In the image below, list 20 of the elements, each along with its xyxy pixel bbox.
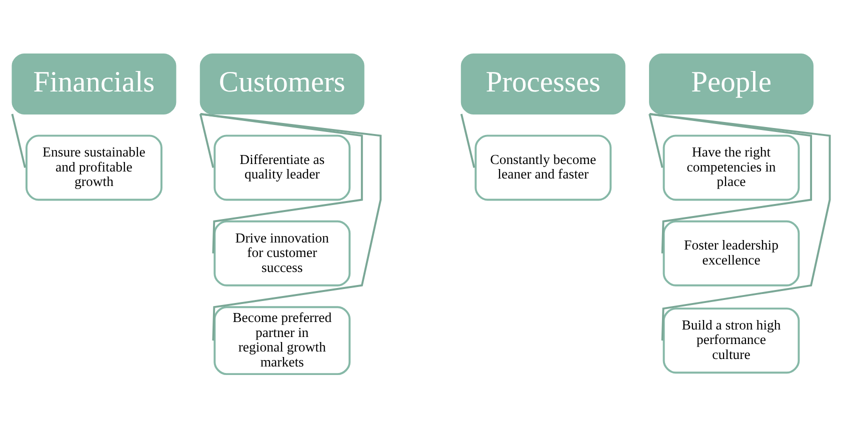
node-box: Financials xyxy=(12,53,176,115)
node-box: Processes xyxy=(460,53,626,115)
node-box: Have the right competencies in place xyxy=(662,134,800,201)
connector xyxy=(648,114,664,168)
connector xyxy=(649,113,812,254)
node-box: Customers xyxy=(200,53,364,115)
node-box: Build a stron high performance culture xyxy=(662,308,800,374)
node-box: Ensure sustainable and profitable growth xyxy=(26,134,162,201)
connector xyxy=(649,113,831,341)
connector xyxy=(460,114,476,168)
connector xyxy=(200,113,382,341)
connector xyxy=(11,114,26,168)
connector xyxy=(200,113,363,254)
node-box: Constantly become leaner and faster xyxy=(474,134,612,201)
node-box: Differentiate as quality leader xyxy=(214,134,351,201)
node-box: Become preferred partner in regional growth markets xyxy=(214,306,351,376)
node-box: Drive innovation for customer success xyxy=(214,220,351,286)
node-box: People xyxy=(649,53,814,115)
connector xyxy=(199,114,214,168)
node-box: Foster leadership excellence xyxy=(662,220,800,286)
